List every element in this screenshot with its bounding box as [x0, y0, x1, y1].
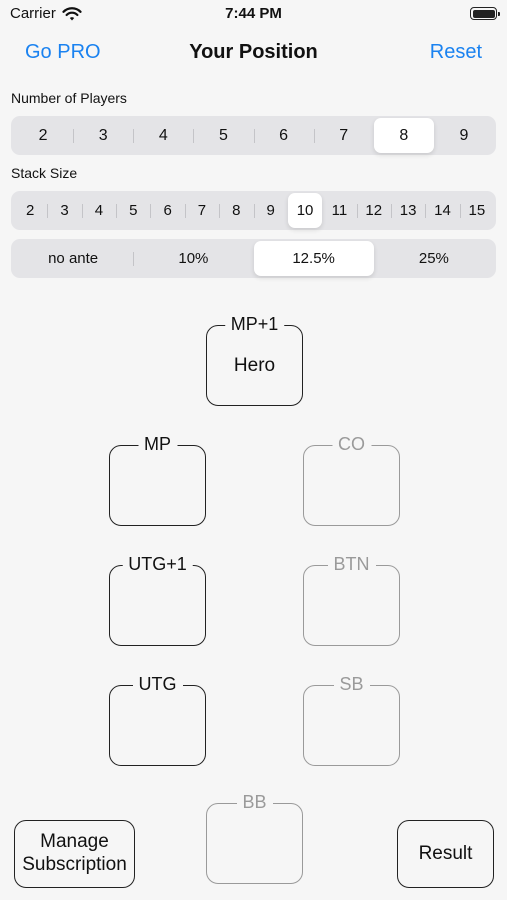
stack-option[interactable]: 15 — [459, 193, 494, 228]
stack-option[interactable]: 12 — [356, 193, 391, 228]
seat-label: BB — [236, 792, 273, 813]
seat-label: SB — [333, 674, 370, 695]
seat-label: CO — [332, 434, 371, 455]
ante-segmented-control: no ante 10%12.5% 25% — [11, 239, 496, 278]
stack-option[interactable]: 13 — [390, 193, 425, 228]
manage-subscription-line-2: Subscription — [22, 854, 127, 875]
seat-label: MP — [138, 434, 177, 455]
seat-utg[interactable]: UTG — [109, 674, 206, 766]
seat-label: BTN — [327, 554, 376, 575]
seat-utg-plus-1[interactable]: UTG+1 — [109, 554, 206, 646]
players-option[interactable]: 7 — [313, 118, 374, 153]
stack-option[interactable]: 3 — [47, 193, 81, 228]
page-title: Your Position — [189, 41, 318, 63]
stack-option[interactable]: 11 — [331, 202, 348, 219]
stack-option[interactable]: 14 — [425, 193, 459, 228]
players-option[interactable]: 6 — [253, 118, 314, 153]
players-option[interactable]: 4 — [133, 118, 193, 153]
clock: 7:44 PM — [225, 5, 282, 22]
stack-option[interactable]: 2 — [26, 202, 35, 219]
players-option[interactable]: 3 — [73, 118, 133, 153]
seat-mp[interactable]: MP — [109, 434, 206, 526]
stack-option[interactable]: 9 — [253, 193, 288, 228]
seat-bb[interactable]: BB — [206, 792, 303, 884]
seat-btn[interactable]: BTN — [303, 554, 400, 646]
reset-button[interactable]: Reset — [429, 41, 482, 63]
stack-option[interactable]: 8 — [219, 193, 253, 228]
manage-subscription-button[interactable]: Manage Subscription — [14, 820, 135, 888]
seat-label: MP+1 — [224, 314, 285, 335]
result-button[interactable]: Result — [397, 820, 494, 888]
wifi-icon — [62, 6, 82, 20]
hero-label: Hero — [233, 354, 276, 376]
players-option[interactable]: 5 — [193, 118, 253, 153]
players-label: Number of Players — [11, 90, 127, 106]
ante-option[interactable]: no ante — [48, 250, 99, 267]
go-pro-button[interactable]: Go PRO — [25, 41, 101, 63]
carrier-label: Carrier — [10, 5, 56, 22]
carrier-info: Carrier — [10, 5, 82, 22]
navigation-bar: Go PRO Your Position Reset — [0, 36, 507, 72]
stack-option[interactable]: 10 — [287, 193, 323, 228]
players-option[interactable]: 2 — [38, 126, 48, 144]
ante-option[interactable]: 12.5% — [253, 241, 374, 276]
stack-option[interactable]: 6 — [150, 193, 184, 228]
seat-label: UTG+1 — [122, 554, 193, 575]
ante-option[interactable]: 10% — [133, 241, 253, 276]
status-bar: Carrier 7:44 PM — [0, 0, 507, 30]
stack-option[interactable]: 4 — [81, 193, 116, 228]
ante-option[interactable]: 25% — [418, 250, 449, 267]
stack-size-label: Stack Size — [11, 165, 78, 181]
seat-mp-plus-1[interactable]: MP+1 Hero — [206, 314, 303, 406]
seat-sb[interactable]: SB — [303, 674, 400, 766]
manage-subscription-line-1: Manage — [40, 831, 109, 853]
seat-co[interactable]: CO — [303, 434, 400, 526]
stack-option[interactable]: 7 — [184, 193, 219, 228]
battery-icon — [470, 7, 500, 20]
stack-option[interactable]: 5 — [116, 193, 150, 228]
players-option[interactable]: 8 — [373, 118, 434, 153]
seat-label: UTG — [132, 674, 183, 695]
players-option[interactable]: 9 — [459, 126, 469, 144]
